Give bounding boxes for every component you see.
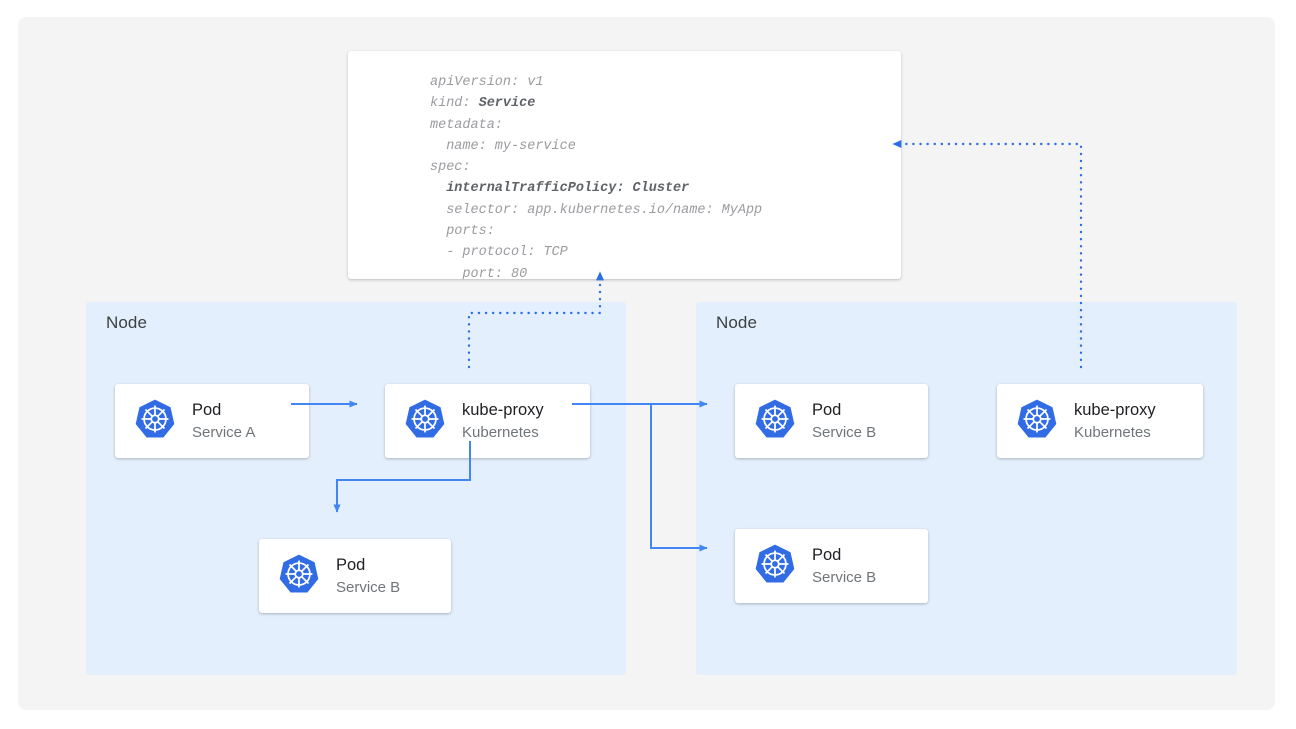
pod-card-service-a[interactable]: Pod Service A: [115, 384, 309, 458]
card-subtitle: Service B: [812, 568, 877, 586]
card-title: Pod: [812, 545, 842, 564]
kubernetes-logo-icon: [754, 543, 796, 590]
card-text: Pod Service B: [336, 555, 400, 598]
card-text: Pod Service B: [812, 400, 876, 443]
card-text: Pod Service B: [812, 545, 876, 588]
pod-card-service-b-remote-bottom[interactable]: Pod Service B: [735, 529, 928, 603]
card-title: kube-proxy: [462, 400, 544, 419]
kube-proxy-card-right[interactable]: kube-proxy Kubernetes: [997, 384, 1203, 458]
card-title: Pod: [812, 400, 842, 419]
kube-proxy-card-left[interactable]: kube-proxy Kubernetes: [385, 384, 590, 458]
pod-card-service-b-local[interactable]: Pod Service B: [259, 539, 451, 613]
card-subtitle: Kubernetes: [1074, 423, 1151, 441]
card-title: kube-proxy: [1074, 400, 1156, 419]
node-left: Node: [86, 302, 626, 675]
card-text: Pod Service A: [192, 400, 255, 443]
card-text: kube-proxy Kubernetes: [462, 400, 544, 443]
kubernetes-logo-icon: [134, 398, 176, 445]
card-title: Pod: [192, 400, 222, 419]
node-left-label: Node: [106, 313, 148, 332]
pod-card-service-b-remote-top[interactable]: Pod Service B: [735, 384, 928, 458]
card-subtitle: Service B: [336, 578, 401, 596]
kubernetes-logo-icon: [1016, 398, 1058, 445]
node-right: Node: [696, 302, 1237, 675]
diagram-canvas: apiVersion: v1 kind: Service metadata: n…: [18, 17, 1275, 710]
kubernetes-logo-icon: [404, 398, 446, 445]
service-manifest-code: apiVersion: v1 kind: Service metadata: n…: [430, 75, 763, 279]
node-right-label: Node: [716, 313, 758, 332]
card-subtitle: Service A: [192, 423, 256, 441]
service-manifest-card: apiVersion: v1 kind: Service metadata: n…: [348, 51, 901, 279]
card-subtitle: Kubernetes: [462, 423, 539, 441]
card-title: Pod: [336, 555, 366, 574]
kubernetes-logo-icon: [278, 553, 320, 600]
card-text: kube-proxy Kubernetes: [1074, 400, 1156, 443]
kubernetes-logo-icon: [754, 398, 796, 445]
card-subtitle: Service B: [812, 423, 877, 441]
